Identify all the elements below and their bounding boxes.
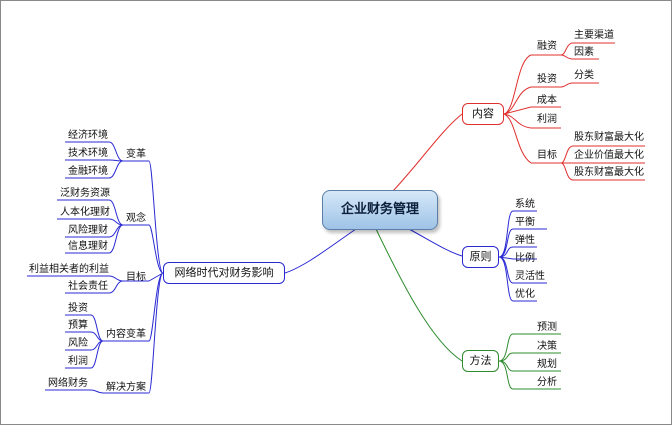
branch-content[interactable]: 内容 (462, 103, 504, 125)
node-classification[interactable]: 分类 (574, 70, 594, 81)
branch-principle-label: 原则 (469, 250, 492, 263)
method-item[interactable]: 分析 (537, 377, 557, 388)
content-change-item[interactable]: 投资 (68, 303, 88, 314)
node-concept[interactable]: 观念 (126, 213, 146, 224)
node-financing[interactable]: 融资 (537, 41, 557, 52)
node-network-goal[interactable]: 目标 (126, 272, 146, 283)
principle-item[interactable]: 优化 (515, 289, 535, 300)
node-goal[interactable]: 目标 (537, 150, 557, 161)
principle-item[interactable]: 比例 (515, 253, 535, 264)
branch-network-label: 网络时代对财务影响 (174, 266, 274, 279)
node-factors[interactable]: 因素 (574, 47, 594, 58)
node-goal-3[interactable]: 股东财富最大化 (574, 167, 644, 178)
method-item[interactable]: 规划 (537, 359, 557, 370)
change-item[interactable]: 经济环境 (68, 130, 108, 141)
concept-item[interactable]: 信息理财 (68, 241, 108, 252)
concept-item[interactable]: 人本化理财 (60, 207, 110, 218)
concept-item[interactable]: 泛财务资源 (60, 188, 110, 199)
content-change-item[interactable]: 风险 (68, 338, 88, 349)
node-investment[interactable]: 投资 (537, 74, 557, 85)
central-topic[interactable]: 企业财务管理 (322, 190, 438, 230)
node-cost[interactable]: 成本 (537, 95, 557, 106)
node-profit[interactable]: 利润 (537, 114, 557, 125)
branch-method[interactable]: 方法 (462, 350, 499, 372)
node-solution[interactable]: 解决方案 (106, 382, 146, 393)
branch-content-label: 内容 (472, 107, 494, 120)
node-main-channels[interactable]: 主要渠道 (574, 30, 614, 41)
principle-item[interactable]: 弹性 (515, 235, 535, 246)
principle-item[interactable]: 灵活性 (515, 271, 545, 282)
branch-network[interactable]: 网络时代对财务影响 (163, 262, 285, 284)
branch-principle[interactable]: 原则 (462, 246, 499, 268)
network-goal-item[interactable]: 社会责任 (68, 281, 108, 292)
node-goal-2[interactable]: 企业价值最大化 (574, 150, 644, 161)
branch-method-label: 方法 (469, 354, 492, 367)
concept-item[interactable]: 风险理财 (68, 225, 108, 236)
principle-item[interactable]: 系统 (515, 199, 535, 210)
method-item[interactable]: 预测 (537, 322, 557, 333)
method-item[interactable]: 决策 (537, 341, 557, 352)
content-change-item[interactable]: 预算 (68, 320, 88, 331)
node-content-change[interactable]: 内容变革 (106, 329, 146, 340)
change-item[interactable]: 技术环境 (68, 148, 108, 159)
change-item[interactable]: 金融环境 (68, 166, 108, 177)
content-change-item[interactable]: 利润 (68, 356, 88, 367)
network-goal-item[interactable]: 利益相关者的利益 (29, 264, 109, 275)
node-goal-1[interactable]: 股东财富最大化 (574, 132, 644, 143)
principle-item[interactable]: 平衡 (515, 217, 535, 228)
node-change[interactable]: 变革 (126, 149, 146, 160)
solution-item[interactable]: 网络财务 (48, 378, 88, 389)
